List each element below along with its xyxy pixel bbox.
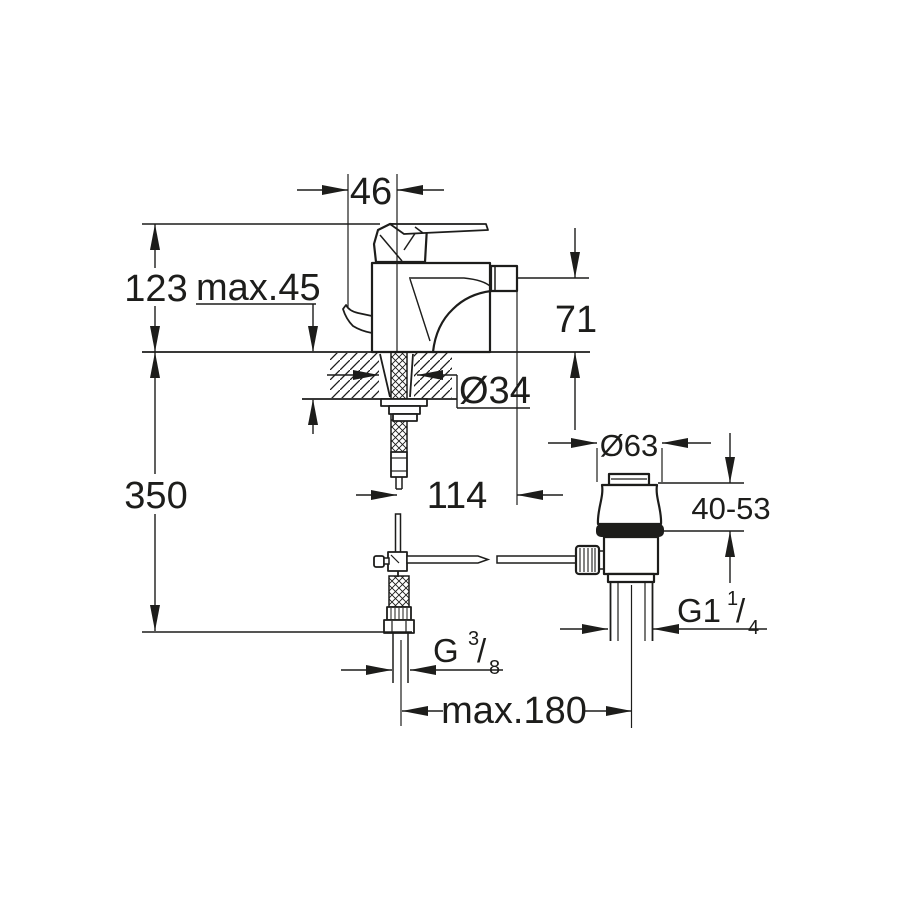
label-mask [124,474,188,514]
mounting-nut [388,405,421,415]
pop-up-rod-linkage [373,513,578,577]
handle-lever [389,223,489,235]
thread-label-sub: 8 [489,657,500,679]
shank-cone-right [409,353,414,398]
hose-hex-nut [383,619,415,634]
dim-supply-thread: G 3 / 8 [341,628,503,679]
dim-label-46: 46 [350,171,392,213]
clamp-screw [390,554,400,564]
dim-max-deck-thickness: max.45 [196,267,321,434]
mounting-washer [380,398,428,407]
arrowhead [570,252,580,278]
thread-label-base: G [433,632,459,669]
dim-waste-height-range: 40-53 [658,433,771,583]
supply-hose [383,575,415,683]
arrowhead [571,438,597,448]
handle-facet-line [379,234,403,262]
dim-hole-diameter: Ø34 [327,370,531,412]
waste-body [602,535,660,576]
arrowhead [653,624,679,634]
waste-flange [596,483,663,526]
arrowhead [417,370,443,380]
rod-end-stub [383,557,390,565]
pop-up-rod [394,513,402,554]
dim-linkage-max-distance: max.180 [400,640,632,732]
hose-tube [395,477,403,490]
arrowhead [725,457,735,483]
thread-label-sub: 4 [748,617,759,639]
arrowhead [582,624,608,634]
thread-label-sup: 1 [727,588,738,610]
arrowhead [308,399,318,425]
dim-handle-width: 46 [297,171,444,352]
arrowhead [662,438,688,448]
dim-deck-to-top: 123 [124,224,188,352]
dim-label-max180: max.180 [441,690,587,732]
thread-label-slash: / [477,632,487,669]
arrowhead [150,605,160,631]
arrowhead [725,531,735,557]
faucet [342,222,519,354]
thread-label-slash: / [736,592,746,629]
dim-waste-flange-diameter: Ø63 [548,428,711,482]
arrowhead [517,490,543,500]
arrowhead [397,185,423,195]
waste-assembly [574,472,664,728]
supply-hose-braid [389,576,409,607]
waste-body-step [606,572,656,584]
arrowhead [606,706,632,716]
dim-label-max45: max.45 [196,267,321,309]
knob-ridges [579,548,596,572]
mounting-nut-step [392,413,418,422]
knurl-ridges [390,608,408,619]
dim-label-71: 71 [555,299,597,341]
arrowhead [322,185,348,195]
faucet-body [370,261,492,354]
dim-spout-reach: 114 [356,292,563,517]
spout-top-contour [409,277,492,288]
thread-label-base: G1 [677,592,721,629]
arrowhead [371,490,397,500]
dim-label-350: 350 [124,475,187,517]
arrowhead [570,352,580,378]
dim-label-40-53: 40-53 [691,491,770,526]
dim-label-123: 123 [124,268,187,310]
arrowhead [150,352,160,378]
spout-under-curve [431,289,493,354]
arrowhead [150,326,160,352]
dim-label-dia63: Ø63 [600,428,659,463]
label-mask [126,268,188,306]
arrowhead [308,326,318,352]
dim-label-dia34: Ø34 [459,370,531,412]
dim-waste-thread: G1 1 / 4 [560,588,767,639]
lever-joint-line [414,226,424,234]
horizontal-rod-segment-1 [406,555,491,564]
waste-seal-ring [596,524,664,537]
arrowhead [150,224,160,250]
thread-label-sup: 3 [468,628,479,650]
pop-up-rod-hook [342,304,373,334]
horizontal-rod-segment-2 [496,555,578,564]
dim-label-114: 114 [427,475,488,517]
arrowhead [410,665,436,675]
arrowhead [353,370,379,380]
shank-cone-left [379,353,391,398]
spout-inner-line [409,278,431,342]
arrowhead [402,706,428,716]
dim-hose-length: 350 [124,352,188,631]
rod-end-knob [373,555,385,568]
dimensions: 46 123 max.45 71 [124,171,771,732]
arrowhead [366,665,392,675]
mounting-shank [379,353,428,490]
hose-connector [390,451,408,478]
dim-spout-height: 71 [555,228,597,430]
